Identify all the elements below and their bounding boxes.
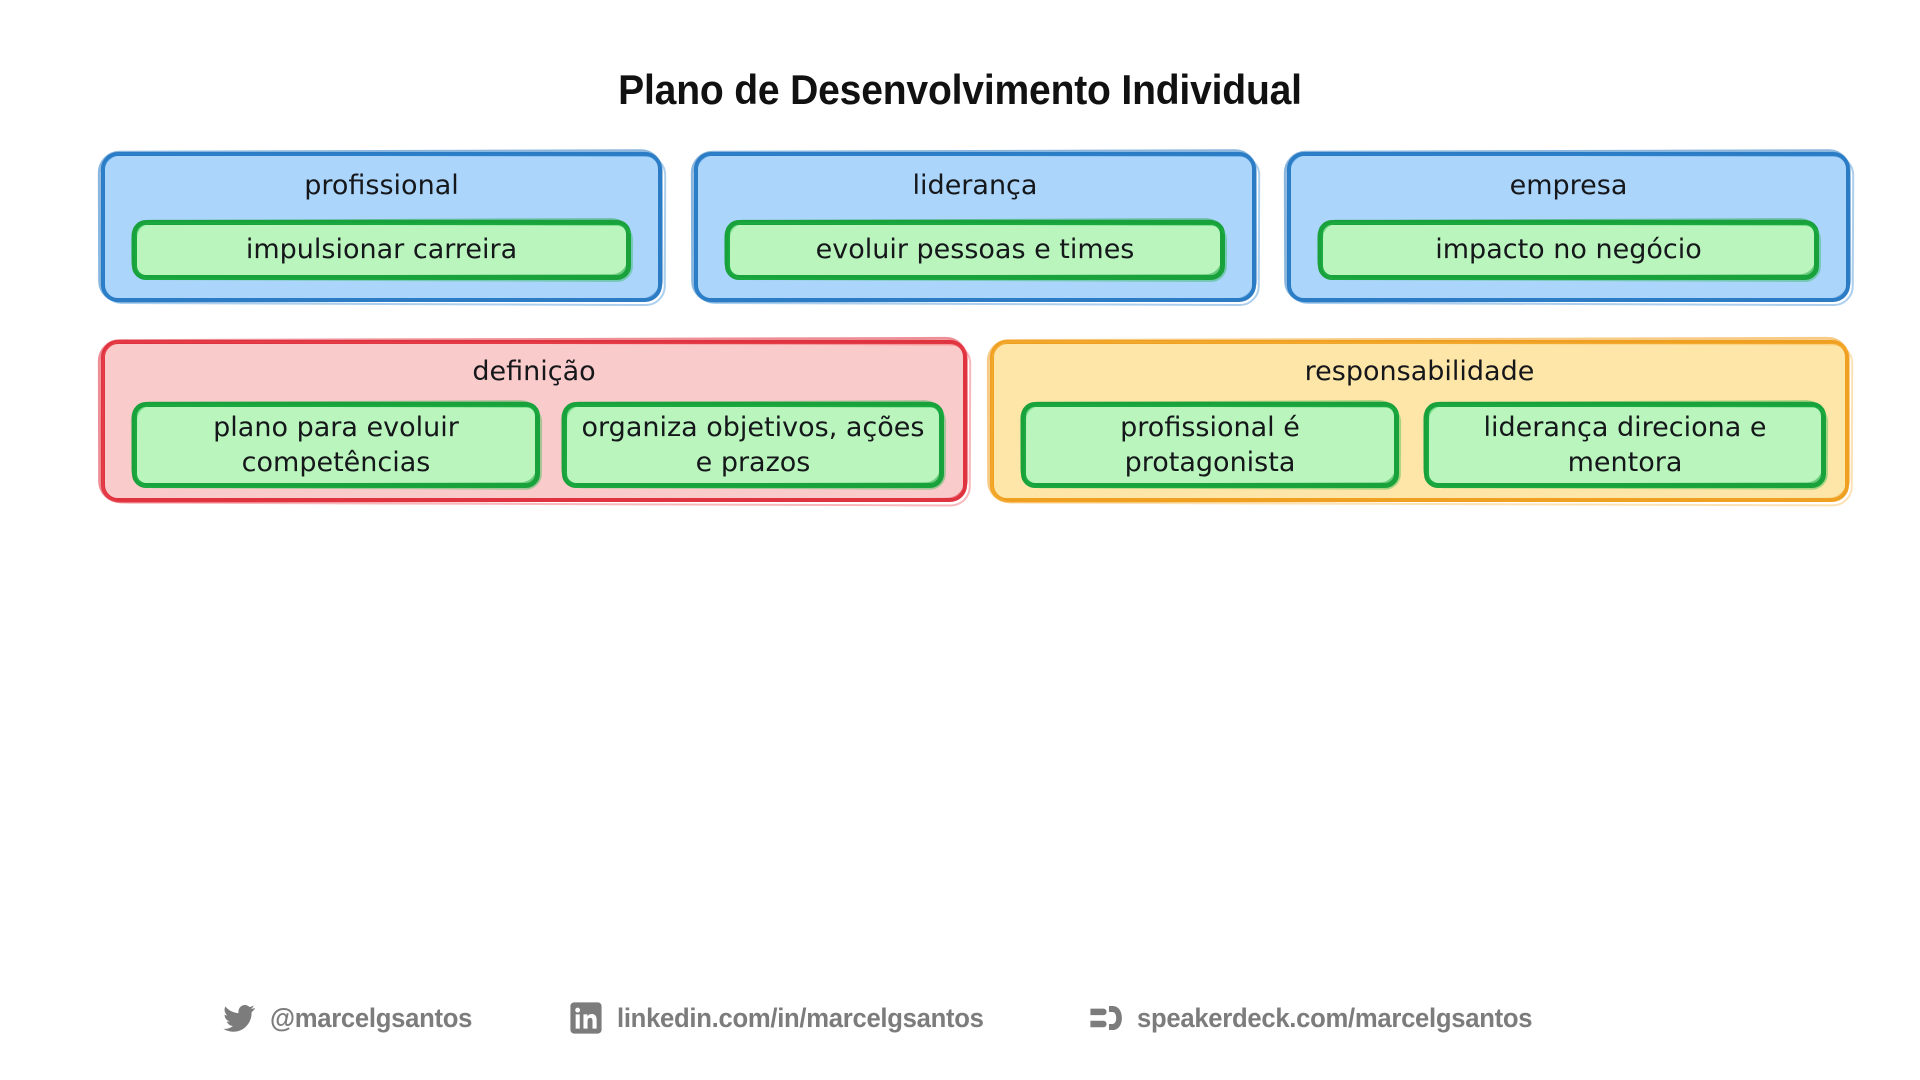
outcome-pill[interactable]: impulsionar carreira <box>132 220 631 280</box>
category-label: profissional <box>304 170 459 201</box>
outcome-pill-text: impacto no negócio <box>1435 234 1702 266</box>
speakerdeck-icon <box>1089 1001 1123 1035</box>
detail-pill-text: liderança direciona e mentora <box>1483 411 1767 478</box>
category-label: liderança <box>912 170 1038 201</box>
outcome-pill-text: impulsionar carreira <box>245 234 518 266</box>
detail-pill[interactable]: liderança direciona e mentora <box>1424 402 1826 488</box>
footer-item-speakerdeck[interactable]: speakerdeck.com/marcelgsantos <box>1089 1001 1553 1035</box>
detail-pill-text: organiza objetivos, ações e prazos <box>581 411 925 478</box>
group-card-responsabilidade[interactable]: responsabilidade profissional é protagon… <box>990 340 1849 502</box>
category-card-lideranca[interactable]: liderança evoluir pessoas e times <box>694 152 1256 302</box>
detail-pill[interactable]: organiza objetivos, ações e prazos <box>562 402 944 488</box>
category-label: empresa <box>1509 170 1628 201</box>
detail-pill[interactable]: profissional é protagonista <box>1021 402 1399 488</box>
detail-pill-text: plano para evoluir competências <box>213 411 459 478</box>
group-label: responsabilidade <box>1304 356 1535 387</box>
footer-text-speakerdeck: speakerdeck.com/marcelgsantos <box>1136 1002 1533 1033</box>
footer-text-linkedin: linkedin.com/in/marcelgsantos <box>616 1002 984 1033</box>
linkedin-icon <box>569 1001 603 1035</box>
category-card-empresa[interactable]: empresa impacto no negócio <box>1287 152 1850 302</box>
footer-item-twitter[interactable]: @marcelgsantos <box>222 1001 483 1035</box>
footer-social-bar: @marcelgsantos linkedin.com/in/marcelgsa… <box>0 988 1920 1048</box>
twitter-icon <box>222 1001 256 1035</box>
detail-pill-text: profissional é protagonista <box>1120 411 1300 478</box>
outcome-pill[interactable]: evoluir pessoas e times <box>725 220 1225 280</box>
footer-item-linkedin[interactable]: linkedin.com/in/marcelgsantos <box>569 1001 1003 1035</box>
outcome-pill-text: evoluir pessoas e times <box>815 234 1135 266</box>
page-title: Plano de Desenvolvimento Individual <box>618 66 1302 113</box>
group-label: definição <box>472 356 596 387</box>
outcome-pill[interactable]: impacto no negócio <box>1318 220 1819 280</box>
footer-text-twitter: @marcelgsantos <box>270 1002 473 1033</box>
detail-pill[interactable]: plano para evoluir competências <box>132 402 540 488</box>
group-card-definicao[interactable]: definição plano para evoluir competência… <box>101 340 967 502</box>
category-card-profissional[interactable]: profissional impulsionar carreira <box>101 152 662 302</box>
